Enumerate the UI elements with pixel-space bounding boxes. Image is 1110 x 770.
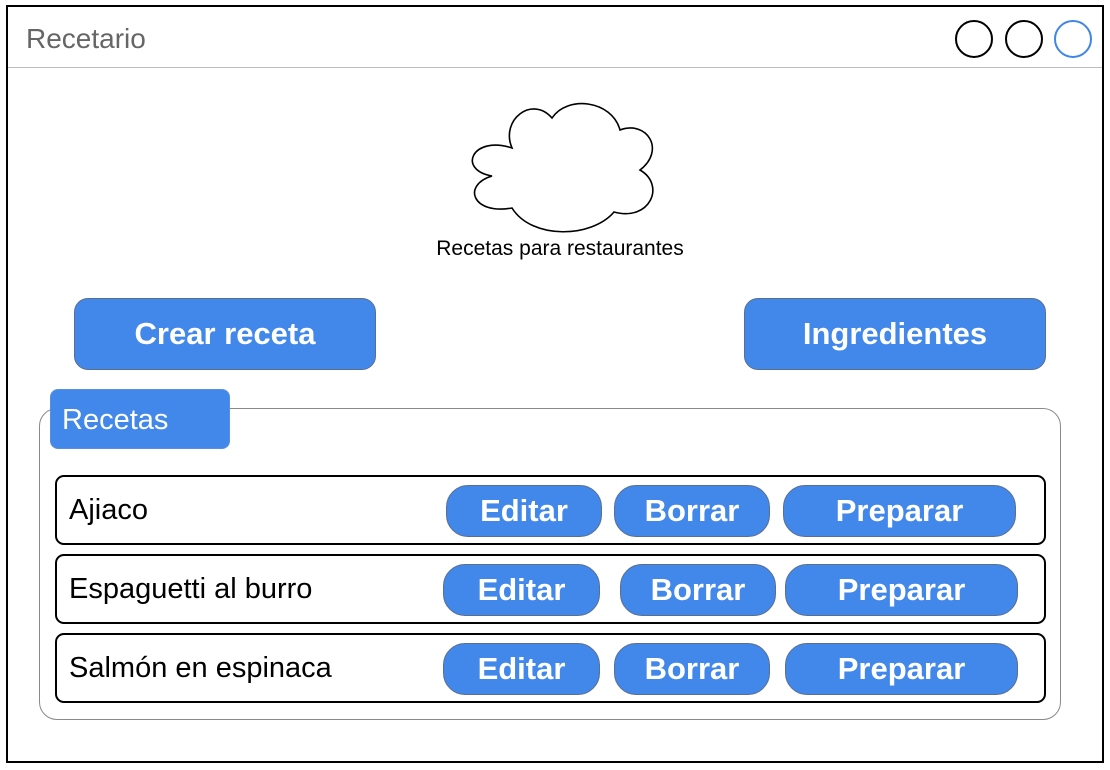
recipe-name: Ajiaco (69, 494, 148, 526)
delete-button[interactable]: Borrar (620, 564, 776, 616)
recipes-panel (39, 408, 1061, 720)
ingredients-button[interactable]: Ingredientes (744, 298, 1046, 370)
recipes-tab[interactable]: Recetas (50, 389, 230, 449)
recipe-row: Espaguetti al burro Editar Borrar Prepar… (55, 554, 1046, 624)
edit-button[interactable]: Editar (446, 485, 602, 537)
delete-button[interactable]: Borrar (614, 643, 770, 695)
maximize-button[interactable] (1005, 20, 1043, 58)
edit-button[interactable]: Editar (443, 564, 600, 616)
minimize-button[interactable] (955, 20, 993, 58)
close-button[interactable] (1054, 20, 1092, 58)
recipe-name: Salmón en espinaca (69, 652, 332, 684)
create-recipe-button[interactable]: Crear receta (74, 298, 376, 370)
prepare-button[interactable]: Preparar (783, 485, 1016, 537)
app-subtitle: Recetas para restaurantes (436, 237, 684, 260)
window-title: Recetario (26, 23, 146, 54)
edit-button[interactable]: Editar (443, 643, 600, 695)
recipe-row: Ajiaco Editar Borrar Preparar (55, 475, 1046, 545)
cloud-logo-icon (471, 102, 654, 233)
delete-button[interactable]: Borrar (614, 485, 770, 537)
recipe-row: Salmón en espinaca Editar Borrar Prepara… (55, 633, 1046, 703)
title-bar: Recetario (8, 7, 1102, 68)
recipe-name: Espaguetti al burro (69, 573, 313, 605)
prepare-button[interactable]: Preparar (785, 564, 1018, 616)
prepare-button[interactable]: Preparar (785, 643, 1018, 695)
